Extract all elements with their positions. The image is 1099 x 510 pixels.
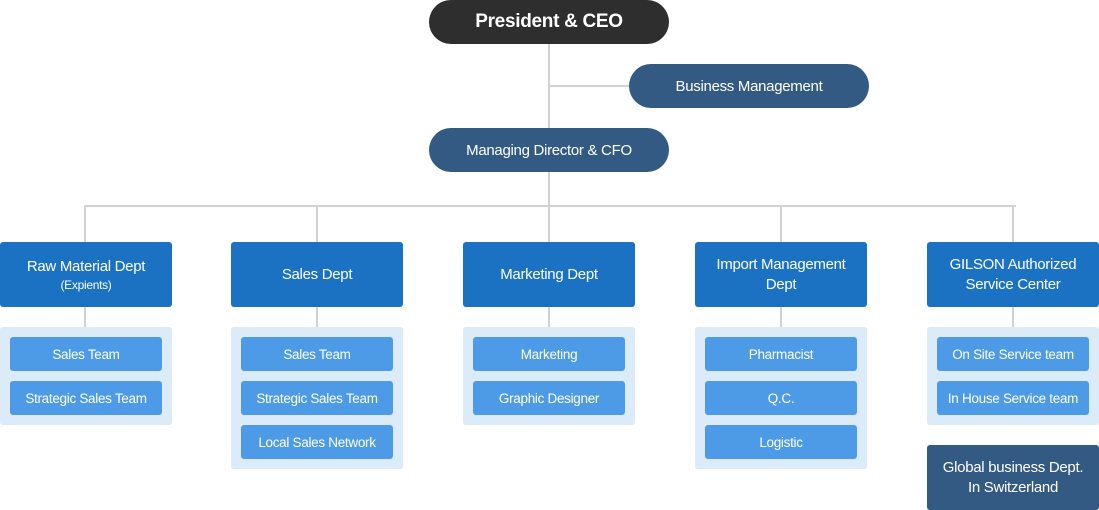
global-dept-line2: In Switzerland	[967, 478, 1058, 496]
president-ceo-node: President & CEO	[429, 0, 669, 44]
team-item: Local Sales Network	[241, 425, 393, 459]
team-panel-gilson-service-center: On Site Service team In House Service te…	[927, 327, 1099, 425]
connector-line	[316, 306, 318, 328]
team-item: Strategic Sales Team	[241, 381, 393, 415]
team-item: Logistic	[705, 425, 857, 459]
connector-line	[1012, 205, 1014, 243]
team-panel-raw-material: Sales Team Strategic Sales Team	[0, 327, 172, 425]
connector-line	[84, 205, 1016, 207]
team-item: Strategic Sales Team	[10, 381, 162, 415]
connector-line	[316, 205, 318, 243]
global-business-dept-node: Global business Dept. In Switzerland	[927, 445, 1099, 510]
managing-director-node: Managing Director & CFO	[429, 128, 669, 172]
connector-line	[84, 306, 86, 328]
dept-label: Import Management	[716, 255, 846, 273]
dept-label: Sales Dept	[281, 265, 353, 283]
team-item: Graphic Designer	[473, 381, 625, 415]
dept-import-management: Import Management Dept	[695, 242, 867, 307]
connector-line	[780, 205, 782, 243]
team-item: On Site Service team	[937, 337, 1089, 371]
team-panel-import-management: Pharmacist Q.C. Logistic	[695, 327, 867, 469]
team-item: Marketing	[473, 337, 625, 371]
connector-line	[548, 205, 550, 243]
business-management-node: Business Management	[629, 64, 869, 108]
team-item: Sales Team	[241, 337, 393, 371]
dept-raw-material: Raw Material Dept (Expients)	[0, 242, 172, 307]
dept-marketing: Marketing Dept	[463, 242, 635, 307]
global-dept-line1: Global business Dept.	[942, 458, 1084, 476]
connector-line	[84, 205, 86, 243]
team-item: Pharmacist	[705, 337, 857, 371]
connector-line	[780, 306, 782, 328]
dept-label: GILSON Authorized	[949, 255, 1077, 273]
dept-sales: Sales Dept	[231, 242, 403, 307]
dept-label-line2: Dept	[765, 275, 797, 293]
team-panel-sales: Sales Team Strategic Sales Team Local Sa…	[231, 327, 403, 469]
team-item: Sales Team	[10, 337, 162, 371]
dept-sublabel: (Expients)	[60, 277, 112, 292]
dept-gilson-service-center: GILSON Authorized Service Center	[927, 242, 1099, 307]
dept-label: Marketing Dept	[500, 265, 598, 283]
connector-line	[1012, 306, 1014, 328]
connector-line	[548, 85, 630, 87]
team-panel-marketing: Marketing Graphic Designer	[463, 327, 635, 425]
team-item: In House Service team	[937, 381, 1089, 415]
dept-label-line2: Service Center	[965, 275, 1061, 293]
team-item: Q.C.	[705, 381, 857, 415]
connector-line	[548, 306, 550, 328]
connector-line	[548, 171, 550, 206]
dept-label: Raw Material Dept	[26, 257, 146, 275]
